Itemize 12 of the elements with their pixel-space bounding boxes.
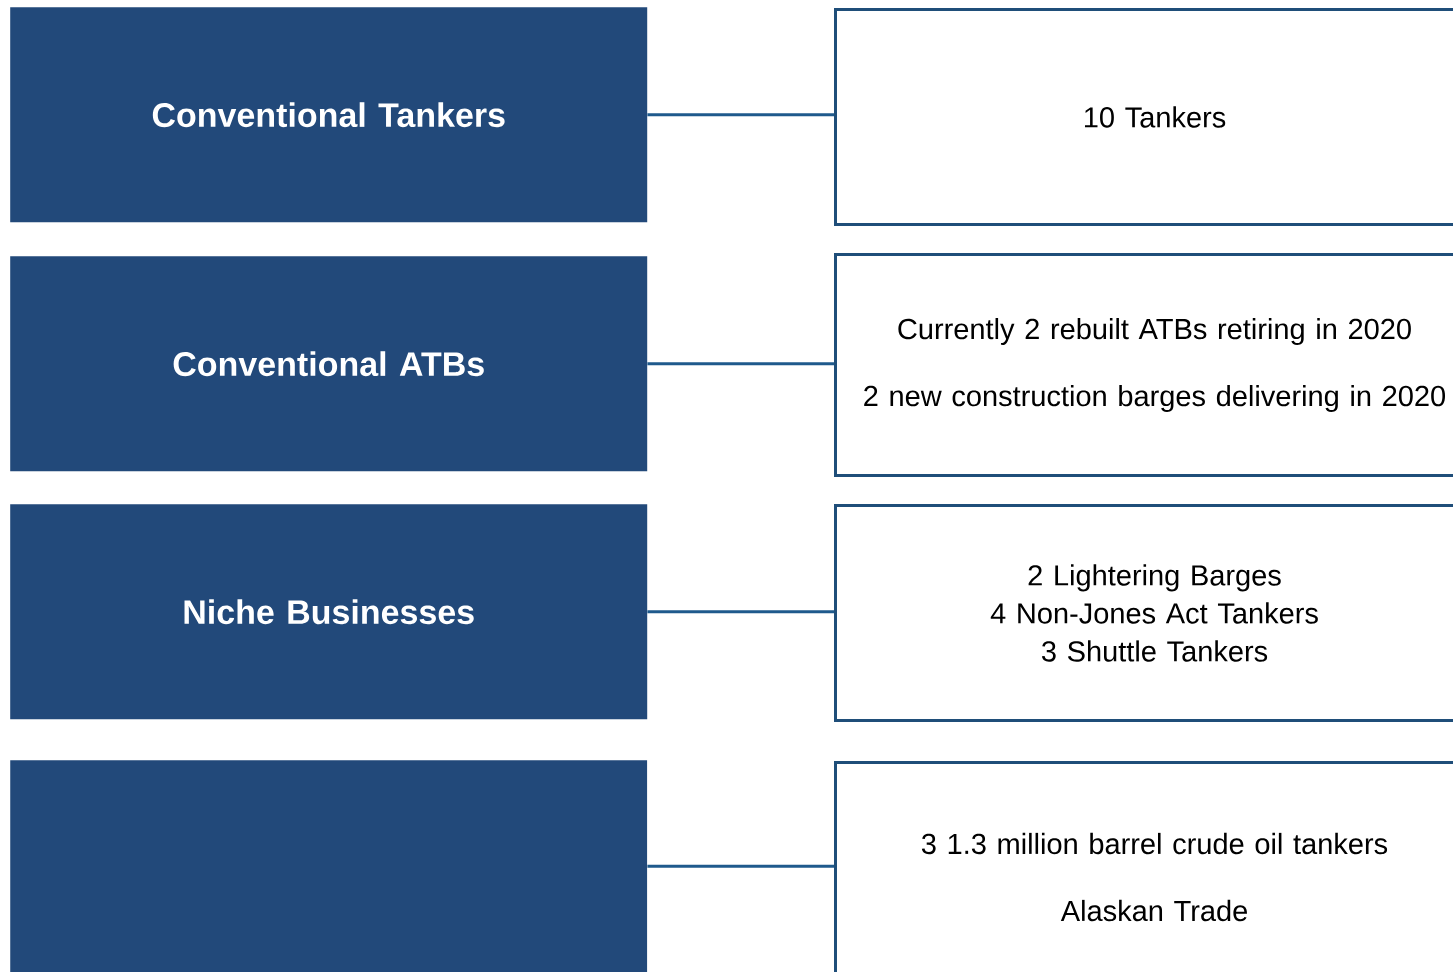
connector-line bbox=[647, 362, 834, 366]
detail-box: Currently 2 rebuilt ATBs retiring in 2020 2 new construction barges delivering in 2020 bbox=[834, 253, 1453, 477]
detail-box: 10 Tankers bbox=[834, 8, 1453, 226]
connector-line bbox=[647, 113, 834, 117]
detail-box: 3 1.3 million barrel crude oil tankers Alaskan Trade bbox=[834, 761, 1453, 972]
detail-box: 2 Lightering Barges 4 Non-Jones Act Tankers 3 Shuttle Tankers bbox=[834, 504, 1453, 722]
category-box: Conventional ATBs bbox=[10, 256, 648, 472]
category-box: Conventional Tankers bbox=[10, 7, 648, 223]
category-box: Niche Businesses bbox=[10, 504, 648, 720]
connector-line bbox=[647, 610, 834, 614]
connector-line bbox=[647, 864, 834, 868]
category-box bbox=[10, 760, 648, 972]
